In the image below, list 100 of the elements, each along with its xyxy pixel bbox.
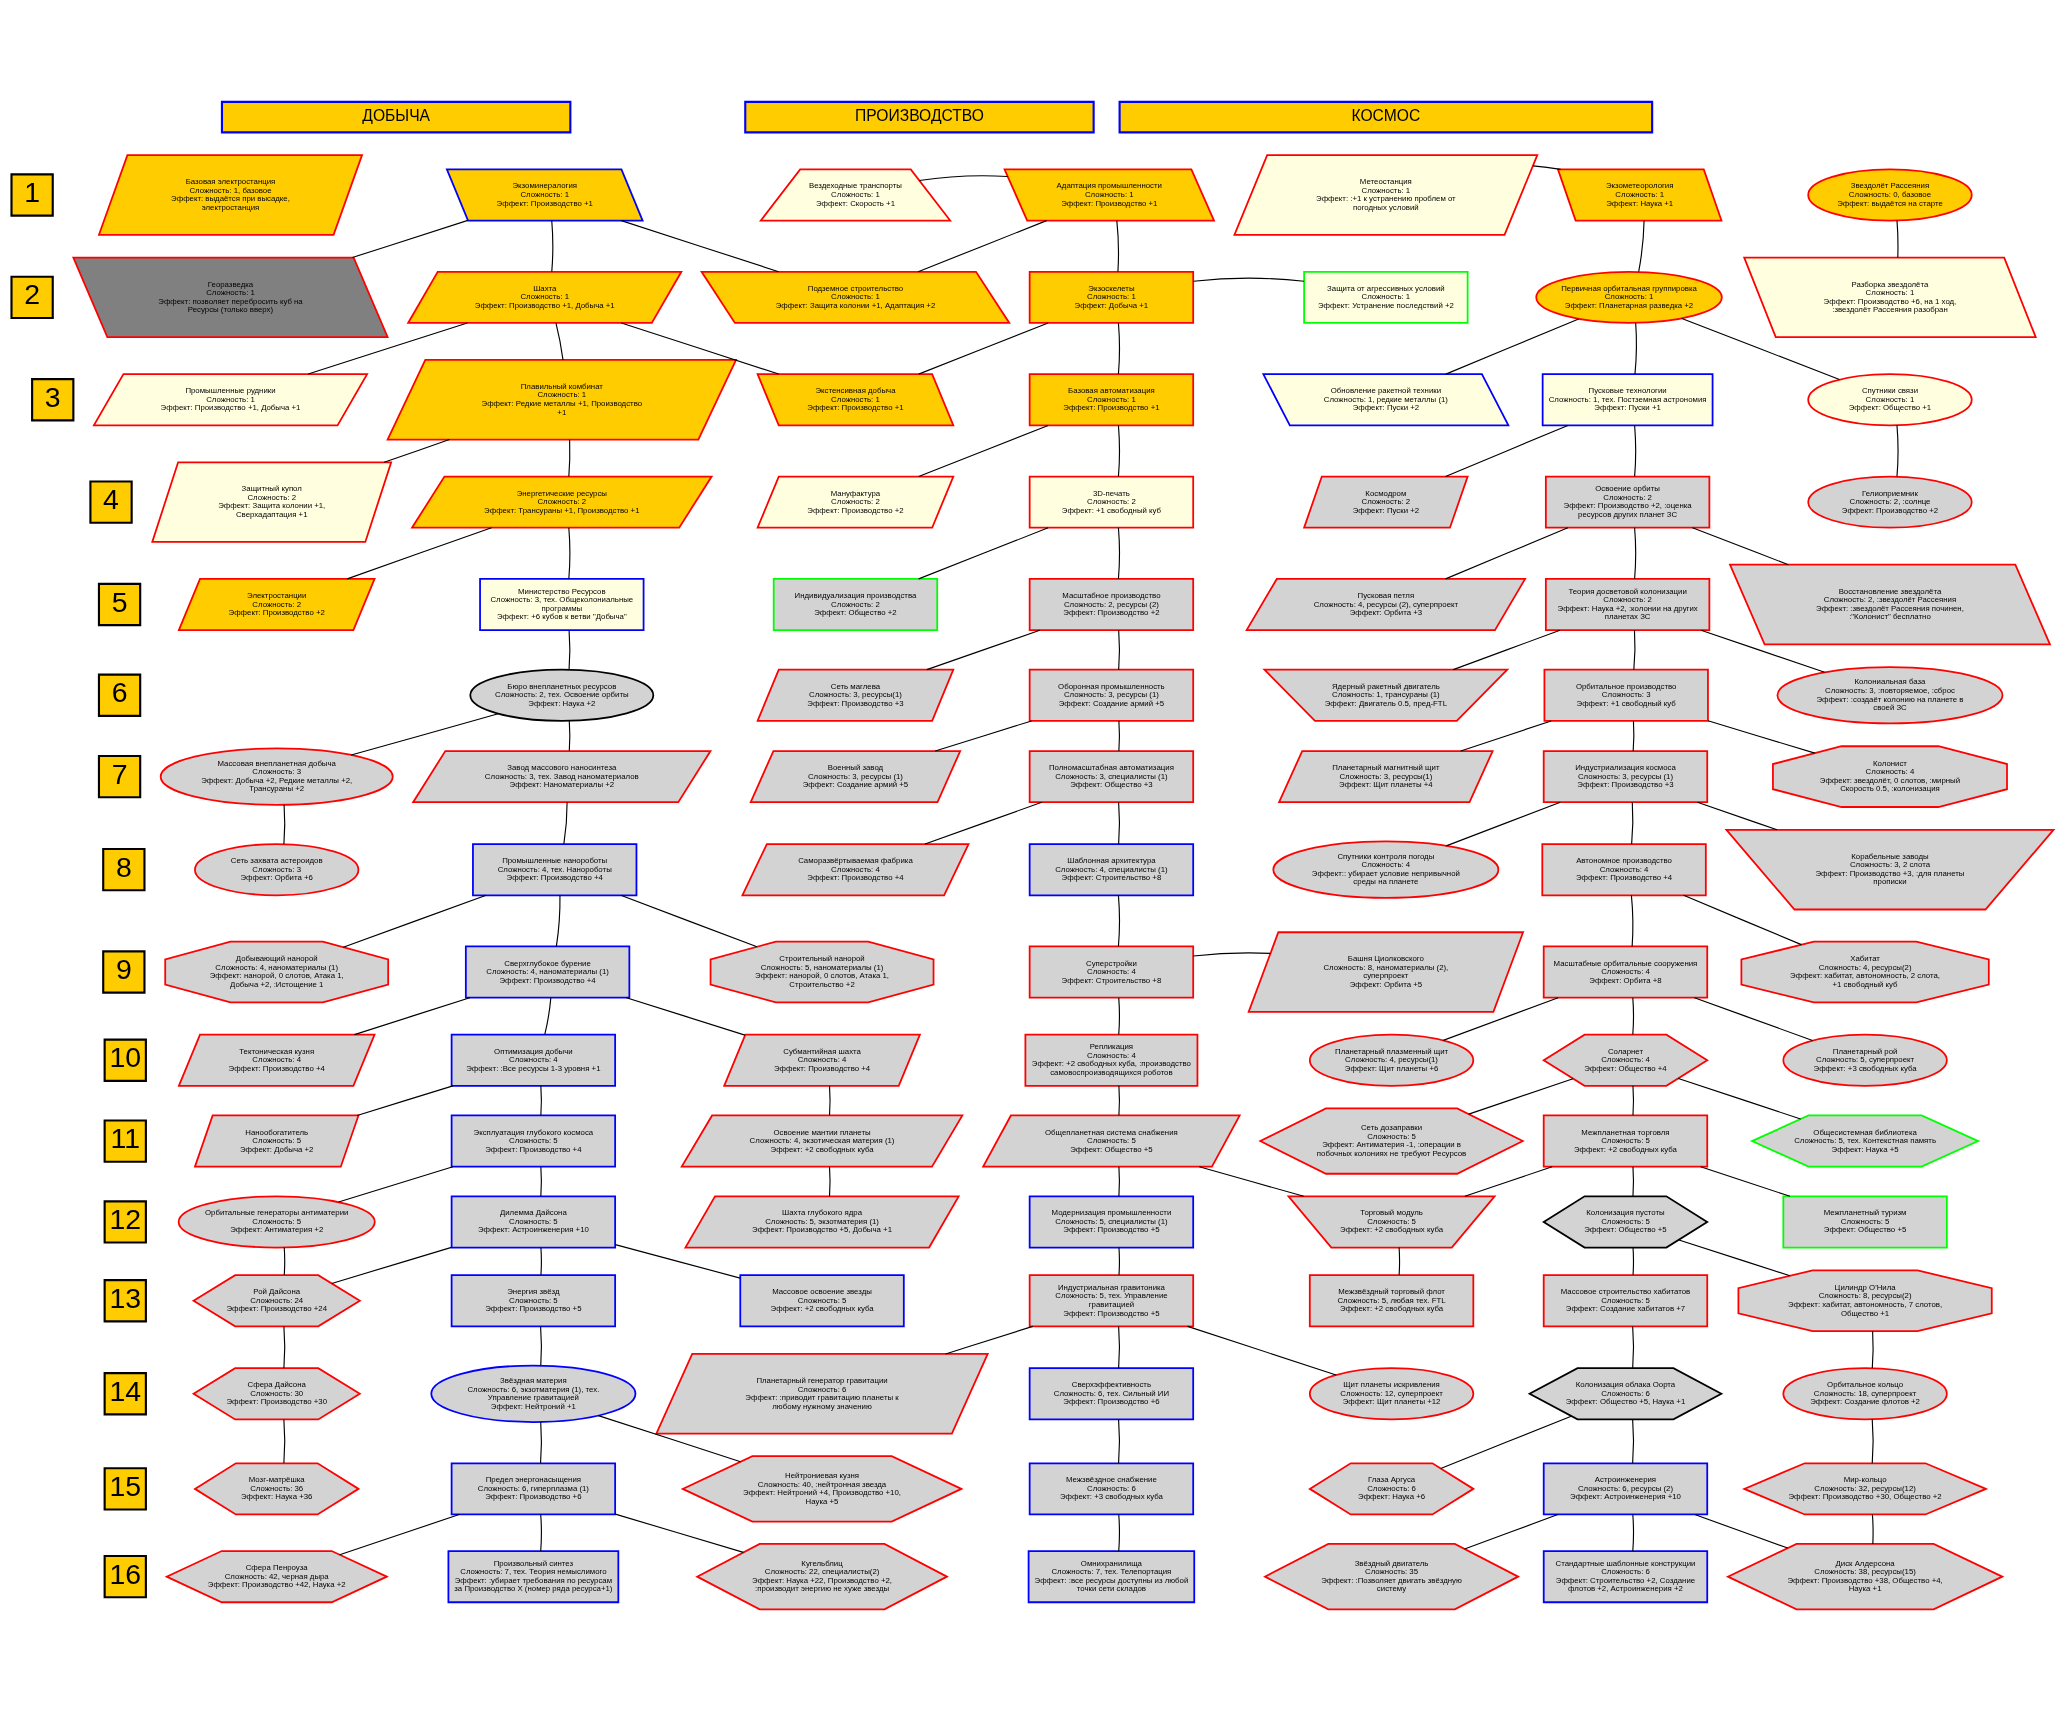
- connector: [1632, 1085, 1635, 1116]
- node-box: Модернизация промышленности Сложность: 5, специалисты (1) Эффект: Производство +5: [1028, 1195, 1195, 1249]
- connector: [568, 439, 571, 477]
- connector: [1192, 277, 1305, 282]
- connector: [1117, 322, 1120, 375]
- connector: [1696, 801, 1778, 831]
- node-box: ДОБЫЧА: [220, 100, 572, 134]
- connector: [1198, 1166, 1305, 1197]
- connector: [1896, 220, 1899, 258]
- node-box: Защита от агрессивных условий Сложность: 1 Эффект: Устранение последствий +2: [1303, 270, 1469, 324]
- node-box: КОСМОС: [1118, 100, 1654, 134]
- node-ellipse: Первичная орбитальная группировка Сложность: 1 Эффект: Планетарная разведка +2: [1535, 270, 1723, 324]
- connector: [563, 801, 568, 845]
- connector: [350, 713, 499, 756]
- connector: [614, 1513, 744, 1553]
- connector: [625, 997, 746, 1036]
- connector: [544, 997, 552, 1036]
- connector: [1638, 220, 1645, 273]
- connector: [540, 1514, 542, 1552]
- connector: [1445, 527, 1569, 580]
- node-box: 15: [103, 1467, 147, 1511]
- node-box: 4: [89, 480, 133, 524]
- node-box: Базовая автоматизация Сложность: 1 Эффект: Производство +1: [1028, 373, 1195, 427]
- node-box: 13: [103, 1279, 147, 1323]
- node-box: Дилемма Дайсона Сложность: 5 Эффект: Астроинженерия +10: [450, 1195, 617, 1249]
- node-box: Министерство Ресурсов Сложность: 3, тех. Общеколониальные программы Эффект: +6 кубов к ветви "Добыча": [479, 578, 645, 631]
- node-ellipse: Звёздная материя Сложность: 6, экзотматерия (1), тех. Управление гравитацией Эффект: Нейтроний +1: [430, 1364, 637, 1423]
- connector: [1118, 801, 1120, 845]
- node-box: 1: [10, 173, 54, 217]
- node-ellipse: Орбитальные генераторы антиматерии Сложность: 5 Эффект: Антиматерия +2: [177, 1195, 376, 1249]
- node-box: Индустриальная гравитоника Сложность: 5, тех. Управление гравитацией Эффект: Производство +5: [1028, 1274, 1195, 1328]
- connector: [1896, 424, 1899, 477]
- connector: [339, 1514, 460, 1556]
- connector: [1118, 1419, 1120, 1464]
- node-box: Произвольный синтез Сложность: 7, тех. Теория немыслимого Эффект: :убирает требования по ресурсам за Производство X (номер ряда ресурса+1): [447, 1550, 620, 1604]
- connector: [1681, 317, 1841, 381]
- connector: [620, 220, 780, 273]
- connector: [540, 1247, 542, 1276]
- node-box: Межпланетная торговля Сложность: 5 Эффект: +2 свободных куба: [1542, 1114, 1709, 1168]
- node-ellipse: Звездолёт Рассеяния Сложность: 0, базовое Эффект: выдаётся на старте: [1807, 168, 1973, 222]
- node-box: Репликация Сложность: 4 Эффект: +2 свободных куба, :производство самовоспроизводящихся роботов: [1024, 1033, 1199, 1087]
- node-box: 12: [103, 1200, 147, 1244]
- connector: [918, 424, 1049, 478]
- connector: [1118, 1325, 1120, 1369]
- connector: [1632, 1325, 1635, 1369]
- connector: [1694, 1514, 1789, 1549]
- node-box: Масштабные орбитальные сооружения Сложность: 4 Эффект: Орбита +8: [1542, 945, 1709, 999]
- node-box: Масштабное производство Сложность: 2, ресурсы (2) Эффект: Производство +2: [1028, 578, 1195, 631]
- connector: [1445, 424, 1569, 478]
- connector: [924, 801, 1043, 845]
- connector: [828, 1085, 831, 1116]
- node-box: Суперстройки Сложность: 4 Эффект: Строительство +8: [1028, 945, 1195, 999]
- node-box: 5: [97, 582, 142, 627]
- connector: [1630, 894, 1634, 947]
- connector: [620, 894, 758, 948]
- node-box: Экзоскелеты Сложность: 1 Эффект: Добыча +1: [1028, 270, 1195, 324]
- node-box: Теория досветовой колонизации Сложность: 2 Эффект: Наука +2, :колонии на других планетах ЗС: [1544, 578, 1711, 631]
- connector: [1634, 322, 1637, 375]
- connector: [555, 894, 561, 947]
- connector: [1631, 801, 1634, 845]
- node-box: Астроинженерия Сложность: 6, ресурсы (2) Эффект: Астроинженерия +10: [1542, 1462, 1709, 1516]
- connector: [1532, 165, 1562, 170]
- connector: [1700, 1166, 1791, 1197]
- connector: [1117, 894, 1120, 947]
- connector: [568, 527, 571, 580]
- connector: [1118, 1166, 1120, 1197]
- connector: [1677, 1077, 1802, 1120]
- node-box: Массовое строительство хабитатов Сложность: 5 Эффект: Создание хабитатов +7: [1542, 1274, 1709, 1328]
- connector: [551, 220, 554, 273]
- connector: [1460, 720, 1552, 752]
- connector: [1871, 1514, 1874, 1545]
- node-box: 14: [103, 1372, 147, 1416]
- connector: [1632, 997, 1635, 1036]
- connector: [1633, 629, 1636, 671]
- connector: [1634, 527, 1637, 580]
- node-box: Межзвёздное снабжение Сложность: 6 Эффект: +3 свободных куба: [1028, 1462, 1195, 1516]
- node-box: Автономное производство Сложность: 4 Эффект: Производство +4: [1541, 843, 1707, 897]
- connector: [828, 1166, 831, 1197]
- node-box: Межзвёздный торговый флот Сложность: 5, любая тех. FTL Эффект: +2 свободных куба: [1308, 1274, 1475, 1328]
- connector: [918, 527, 1049, 580]
- connector: [1118, 1514, 1120, 1552]
- connector: [1116, 220, 1119, 273]
- connector: [1871, 1330, 1874, 1369]
- connector: [1118, 720, 1120, 752]
- connector: [1632, 1247, 1635, 1276]
- connector: [1468, 1078, 1574, 1115]
- connector: [353, 997, 471, 1036]
- node-box: Освоение орбиты Сложность: 2 Эффект: Производство +2, :оценка ресурсов других планет ЗС: [1544, 475, 1711, 529]
- connector: [568, 629, 571, 671]
- node-box: Промышленные нанороботы Сложность: 4, тех. Нанороботы Эффект: Производство +4: [472, 843, 638, 897]
- node-ellipse: Бюро внепланетных ресурсов Сложность: 2, тех. Освоение орбиты Эффект: Наука +2: [469, 668, 655, 722]
- connector: [356, 1085, 454, 1117]
- connector: [1445, 318, 1580, 375]
- node-ellipse: Планетарный рой Сложность: 5, суперпроект Эффект: +3 свободных куба: [1782, 1033, 1948, 1087]
- connector: [383, 439, 450, 463]
- node-box: Орбитальное производство Сложность: 3 Эффект: +1 свободный куб: [1543, 668, 1709, 722]
- node-box: 16: [103, 1554, 147, 1599]
- connector: [540, 1421, 542, 1464]
- node-box: Сверхэффективность Сложность: 6, тех. Сильный ИИ Эффект: Производство +6: [1028, 1367, 1195, 1421]
- connector: [1118, 997, 1120, 1036]
